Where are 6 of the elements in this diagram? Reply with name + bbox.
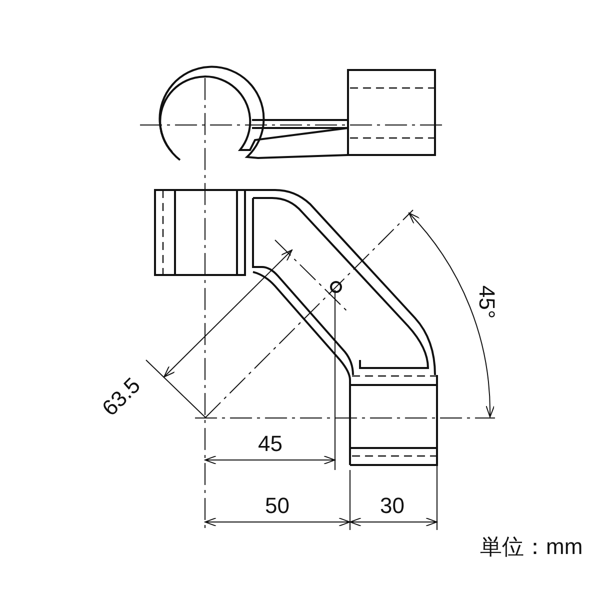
dimension-label: 50 <box>265 494 290 518</box>
angle-dimension-label: 45° <box>474 285 499 319</box>
unit-note: 単位：mm <box>480 535 583 559</box>
dimension-label: 45 <box>258 432 282 456</box>
dimension-label: 63.5 <box>98 373 146 421</box>
dimension-label: 30 <box>380 494 404 518</box>
